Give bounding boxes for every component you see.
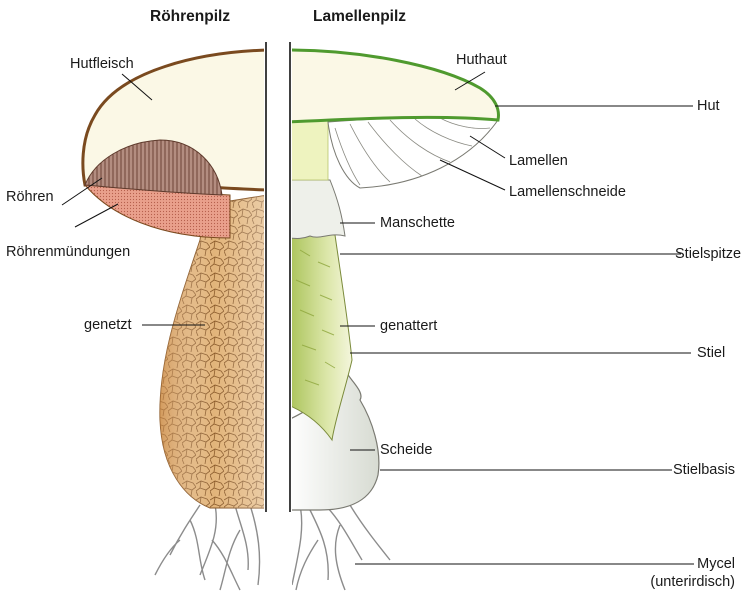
- label-genetzt: genetzt: [84, 317, 132, 334]
- mycel-right: [292, 505, 390, 590]
- ring: [288, 180, 345, 239]
- label-genattert: genattert: [380, 318, 437, 335]
- label-hut: Hut: [697, 98, 720, 115]
- mycel-left: [155, 505, 260, 590]
- header-amanita: Lamellenpilz: [313, 8, 406, 26]
- label-scheide: Scheide: [380, 442, 432, 459]
- label-stiel: Stiel: [697, 345, 725, 362]
- label-lamellen: Lamellen: [509, 153, 568, 170]
- stem-apex: [288, 120, 328, 180]
- label-huthaut: Huthaut: [456, 52, 507, 69]
- header-boletus: Röhrenpilz: [150, 8, 230, 26]
- label-manschette: Manschette: [380, 215, 455, 232]
- label-mycel: Mycel: [631, 556, 735, 573]
- label-stielspitze: Stielspitze: [675, 246, 735, 263]
- label-hutfleisch: Hutfleisch: [70, 56, 134, 73]
- label-roehren: Röhren: [6, 189, 54, 206]
- label-lamellenschneide: Lamellenschneide: [509, 184, 626, 201]
- label-stielbasis: Stielbasis: [673, 462, 735, 479]
- label-roehrenmuendungen: Röhrenmündungen: [6, 244, 130, 261]
- label-mycel-sub: (unterirdisch): [631, 574, 735, 591]
